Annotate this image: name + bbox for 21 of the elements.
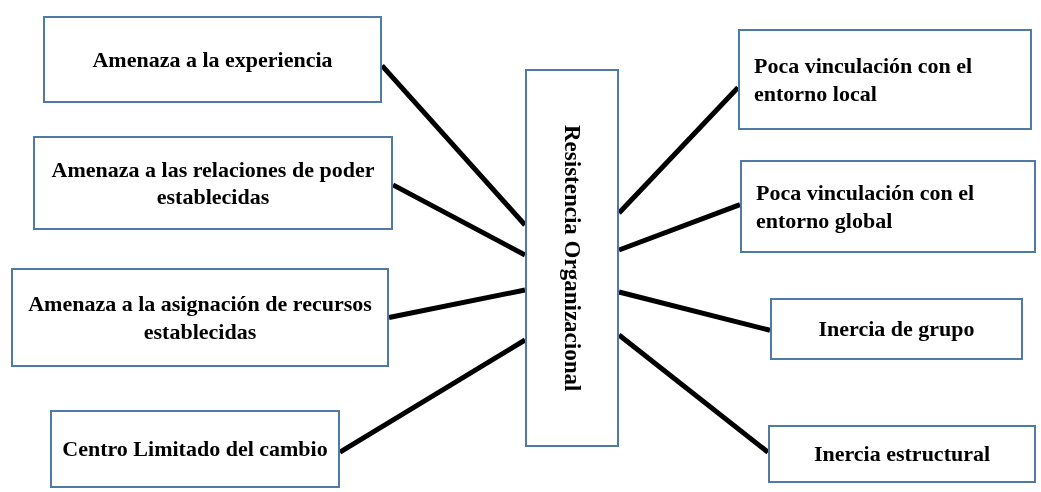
- connector-line: [618, 289, 771, 333]
- factor-box: [43, 16, 382, 103]
- factor-box: [33, 136, 393, 230]
- factor-box: [770, 298, 1023, 360]
- connector-line: [618, 202, 741, 253]
- factor-box: [768, 425, 1036, 483]
- center-box: [525, 69, 619, 447]
- node-label: Amenaza a la asignación de recursos establecidas: [27, 290, 373, 345]
- node-label: Amenaza a la experiencia: [92, 45, 333, 74]
- connector-line: [388, 287, 526, 320]
- node-label: Resistencia Organizacional: [559, 124, 587, 392]
- factor-box: [738, 29, 1032, 130]
- node-label: Poca vinculación con el entorno global: [756, 179, 976, 234]
- node-label: Amenaza a las relaciones de poder establecidas: [50, 155, 376, 211]
- node-label: Inercia de grupo: [818, 315, 975, 343]
- factor-box: [11, 268, 389, 367]
- factor-box: [50, 410, 340, 488]
- node-label: Centro Limitado del cambio: [62, 435, 328, 463]
- factor-box: [740, 160, 1036, 253]
- node-label: Inercia estructural: [813, 440, 991, 468]
- node-label: Poca vinculación con el entorno local: [754, 52, 974, 107]
